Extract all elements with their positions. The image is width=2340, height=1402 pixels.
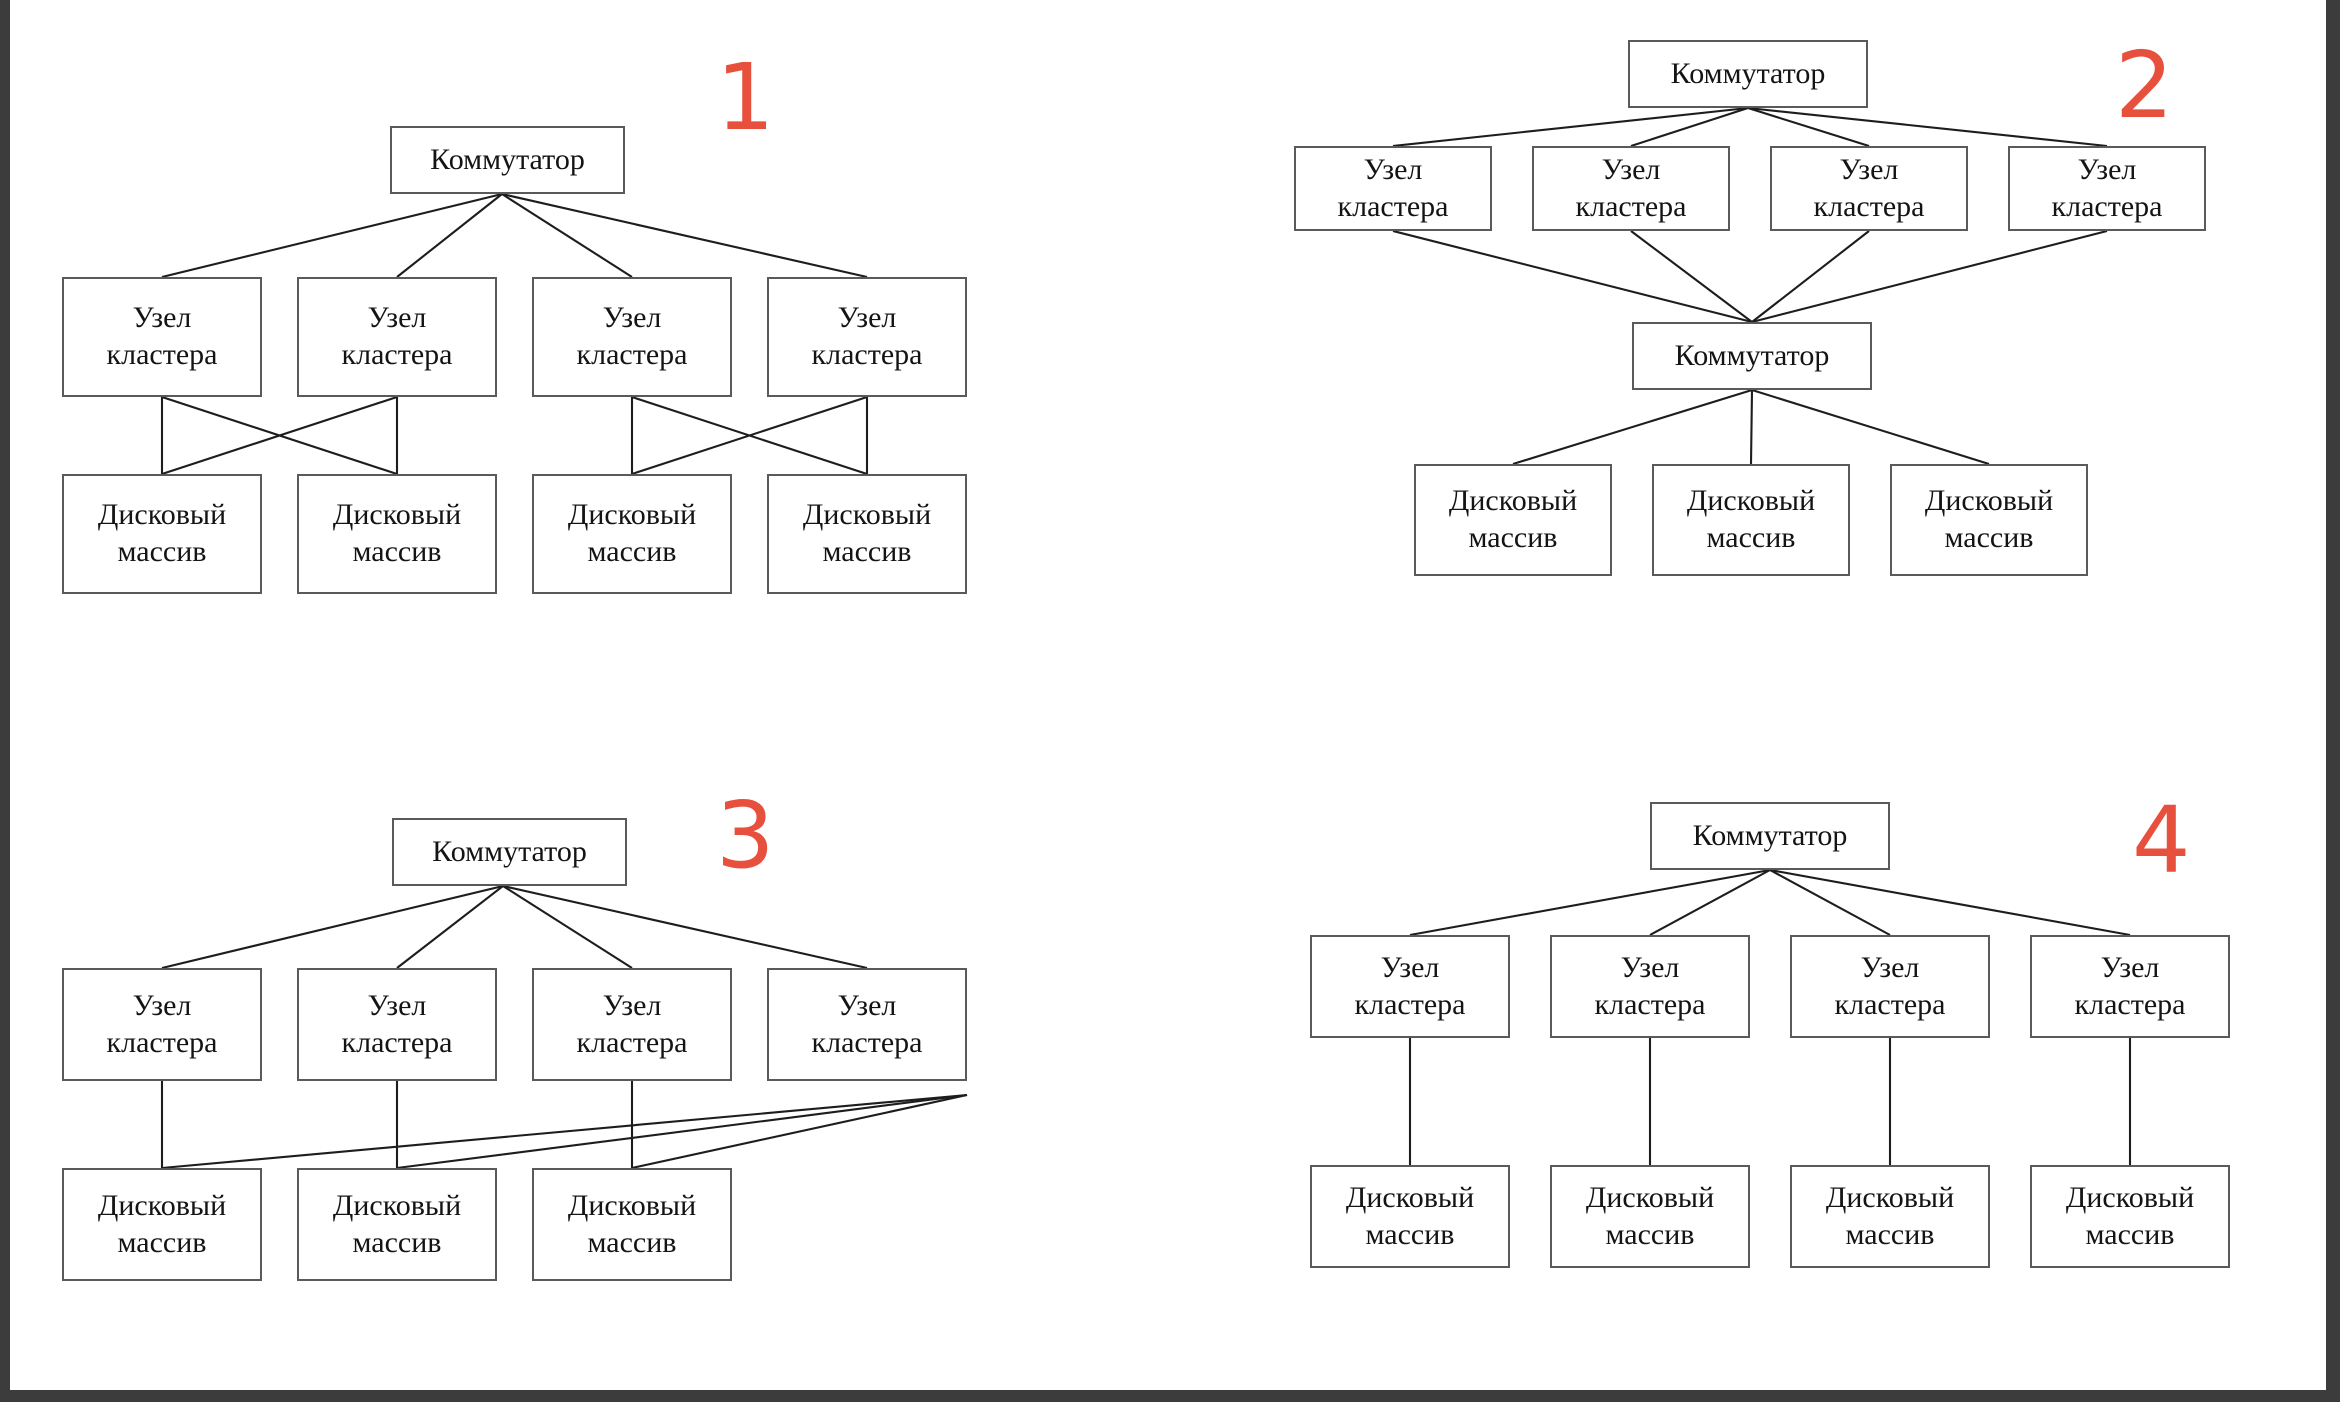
connection-line xyxy=(1747,106,1870,148)
switch-box: Коммутатор xyxy=(1632,322,1872,390)
disk-array-box: Дисковый массив xyxy=(297,1168,497,1281)
connection-line xyxy=(1649,869,1771,936)
disk-array-box: Дисковый массив xyxy=(767,474,967,594)
disk-array-box: Дисковый массив xyxy=(1310,1165,1510,1268)
cluster-node-box: Узел кластера xyxy=(62,277,262,397)
switch-box: Коммутатор xyxy=(392,818,627,886)
connection-line xyxy=(1751,388,1990,466)
connection-line xyxy=(1630,107,1749,147)
connection-line xyxy=(1769,868,2131,937)
connection-line xyxy=(1392,229,1753,324)
connection-line xyxy=(501,192,868,279)
connection-line xyxy=(502,884,868,970)
cluster-node-box: Узел кластера xyxy=(1790,935,1990,1038)
connection-line xyxy=(1749,389,1754,465)
cluster-node-box: Узел кластера xyxy=(2008,146,2206,231)
cluster-node-box: Узел кластера xyxy=(297,277,497,397)
connection-line xyxy=(161,884,504,970)
connection-line xyxy=(1512,388,1753,466)
disk-array-box: Дисковый массив xyxy=(62,474,262,594)
disk-array-box: Дисковый массив xyxy=(1550,1165,1750,1268)
cluster-node-box: Узел кластера xyxy=(2030,935,2230,1038)
diagram-number-label: 1 xyxy=(716,44,775,151)
cluster-node-box: Узел кластера xyxy=(1550,935,1750,1038)
connection-line xyxy=(501,193,633,278)
connection-line xyxy=(161,1093,968,1170)
switch-box: Коммутатор xyxy=(1628,40,1868,108)
connection-line xyxy=(396,885,504,969)
connection-line xyxy=(1769,869,1891,936)
disk-array-box: Дисковый массив xyxy=(297,474,497,594)
connection-line xyxy=(396,193,503,278)
disk-array-box: Дисковый массив xyxy=(62,1168,262,1281)
disk-array-box: Дисковый массив xyxy=(1890,464,2088,576)
connection-line xyxy=(161,396,398,475)
cluster-node-box: Узел кластера xyxy=(1294,146,1492,231)
cluster-node-box: Узел кластера xyxy=(1532,146,1730,231)
diagram-number-label: 3 xyxy=(716,782,775,889)
cluster-node-box: Узел кластера xyxy=(767,277,967,397)
diagram-number-label: 2 xyxy=(2115,32,2174,139)
disk-array-box: Дисковый массив xyxy=(1414,464,1612,576)
cluster-node-box: Узел кластера xyxy=(1770,146,1968,231)
disk-array-box: Дисковый массив xyxy=(532,1168,732,1281)
switch-box: Коммутатор xyxy=(1650,802,1890,870)
connection-line xyxy=(631,396,868,475)
connection-line xyxy=(1751,230,1870,323)
disk-array-box: Дисковый массив xyxy=(532,474,732,594)
connection-line xyxy=(1747,106,2108,148)
connection-line xyxy=(1630,230,1753,323)
disk-array-box: Дисковый массив xyxy=(1652,464,1850,576)
cluster-node-box: Узел кластера xyxy=(62,968,262,1081)
cluster-node-box: Узел кластера xyxy=(767,968,967,1081)
connection-line xyxy=(1751,229,2108,324)
connection-line xyxy=(161,396,398,475)
connection-line xyxy=(502,885,633,969)
cluster-node-box: Узел кластера xyxy=(532,968,732,1081)
connection-line xyxy=(631,396,868,475)
switch-box: Коммутатор xyxy=(390,126,625,194)
cluster-node-box: Узел кластера xyxy=(297,968,497,1081)
connection-line xyxy=(1392,106,1749,148)
cluster-node-box: Узел кластера xyxy=(532,277,732,397)
diagram-number-label: 4 xyxy=(2132,787,2191,894)
connection-line xyxy=(396,1093,968,1170)
connection-line xyxy=(1409,868,1771,937)
disk-array-box: Дисковый массив xyxy=(1790,1165,1990,1268)
cluster-node-box: Узел кластера xyxy=(1310,935,1510,1038)
disk-array-box: Дисковый массив xyxy=(2030,1165,2230,1268)
connection-line xyxy=(161,192,503,279)
connection-line xyxy=(631,1093,968,1170)
